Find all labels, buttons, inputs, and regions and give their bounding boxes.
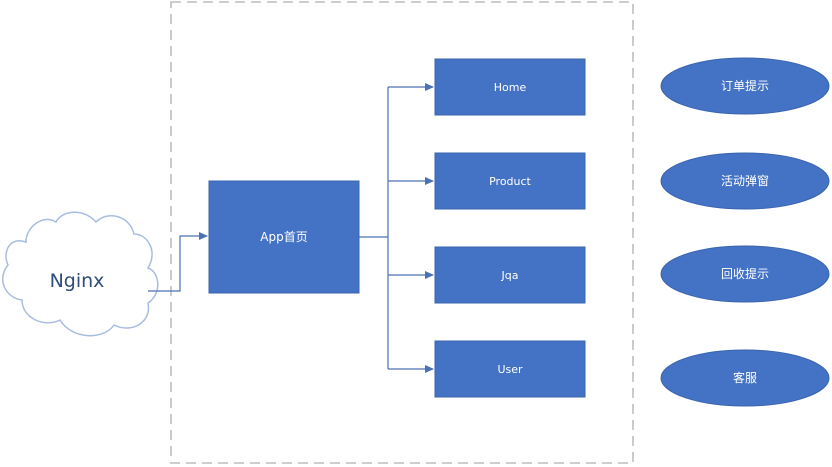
- page-jqa-node: Jqa: [434, 246, 586, 304]
- page-box: [434, 58, 586, 116]
- page-product-node: Product: [434, 152, 586, 210]
- feature-activity-popup-node: 活动弹窗: [660, 152, 830, 210]
- page-box: [434, 246, 586, 304]
- cloud-shape: [2, 211, 159, 337]
- page-label: Jqa: [501, 269, 519, 282]
- page-label: Home: [494, 81, 527, 94]
- feature-label: 订单提示: [721, 78, 769, 93]
- feature-customer-service-node: 客服: [660, 349, 830, 407]
- feature-label: 客服: [733, 370, 757, 385]
- feature-label: 回收提示: [721, 266, 769, 281]
- feature-ellipse: [660, 57, 830, 115]
- feature-order-tip-node: 订单提示: [660, 57, 830, 115]
- app-label: App首页: [260, 230, 307, 244]
- app-home-node: App首页: [208, 180, 360, 294]
- connector-nginx-to-app: [148, 232, 208, 292]
- feature-ellipse: [660, 152, 830, 210]
- feature-ellipse: [660, 245, 830, 303]
- nginx-label: Nginx: [50, 270, 105, 292]
- feature-ellipse: [660, 349, 830, 407]
- nginx-cloud: Nginx: [2, 211, 159, 337]
- feature-recycle-tip-node: 回收提示: [660, 245, 830, 303]
- page-home-node: Home: [434, 58, 586, 116]
- page-label: Product: [489, 175, 531, 188]
- page-label: User: [497, 363, 523, 376]
- page-user-node: User: [434, 340, 586, 398]
- app-container-border: [170, 1, 634, 464]
- feature-label: 活动弹窗: [721, 174, 769, 188]
- page-box: [434, 152, 586, 210]
- connectors-app-to-pages: [359, 83, 434, 373]
- app-box: [208, 180, 360, 294]
- page-box: [434, 340, 586, 398]
